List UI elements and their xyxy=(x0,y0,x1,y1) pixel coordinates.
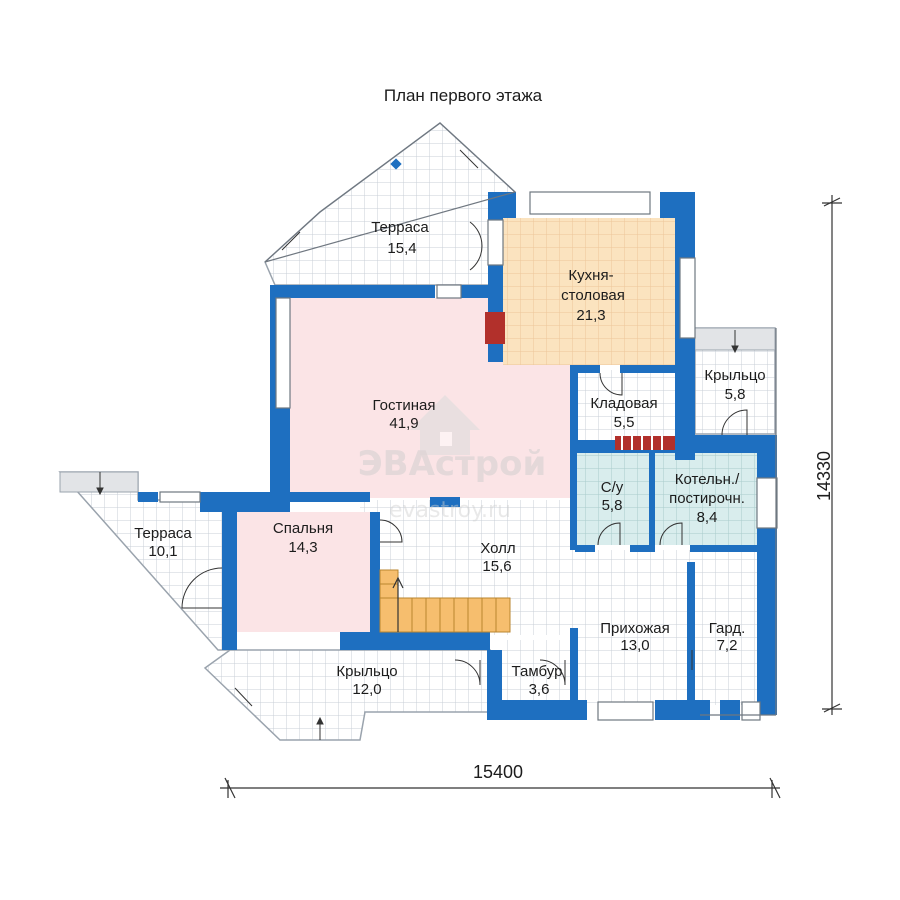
watermark-logo: ЭВАстрой evastroy.ru xyxy=(358,395,547,523)
room-area-left-terrace: 10,1 xyxy=(148,543,177,560)
room-name-left-terrace: Терраса xyxy=(134,525,192,542)
fireplace-bricks xyxy=(615,436,675,450)
room-area-kitchen: 21,3 xyxy=(576,307,605,324)
door-swings xyxy=(181,221,748,686)
room-area-bathroom: 5,8 xyxy=(602,497,623,514)
room-name-bathroom: С/у xyxy=(601,479,624,496)
room-name-right-porch: Крыльцо xyxy=(704,367,765,384)
room-name-living: Гостиная xyxy=(373,397,436,414)
room-area-vestibule: 3,6 xyxy=(529,681,550,698)
room-area-boiler: 8,4 xyxy=(697,509,718,526)
plan-title: План первого этажа xyxy=(384,86,543,105)
room-area-upper-terrace: 15,4 xyxy=(387,240,416,257)
room-name-pantry: Кладовая xyxy=(590,395,657,412)
room-name-bedroom: Спальня xyxy=(273,520,333,537)
height-dimension-value: 14330 xyxy=(814,451,834,501)
windows xyxy=(159,191,778,721)
kitchen-floor xyxy=(503,218,675,365)
room-area-bedroom: 14,3 xyxy=(288,539,317,556)
room-area-entrance: 13,0 xyxy=(620,637,649,654)
room-area-living: 41,9 xyxy=(389,415,418,432)
boiler-room-floor xyxy=(655,453,757,545)
room-name-kitchen: Кухня- xyxy=(568,267,613,284)
outer-outlines xyxy=(264,122,777,716)
room-area-pantry: 5,5 xyxy=(614,414,635,431)
room-name-entrance: Прихожая xyxy=(600,620,670,637)
room-name-upper-terrace: Терраса xyxy=(371,219,429,236)
room-area-wardrobe: 7,2 xyxy=(717,637,738,654)
bedroom-floor xyxy=(237,512,370,632)
room-name-kitchen-2: столовая xyxy=(561,287,625,304)
bathroom-floor xyxy=(577,453,649,545)
room-labels: Терраса 15,4 Кухня- столовая 21,3 Крыльц… xyxy=(134,219,765,698)
room-name-wardrobe: Гард. xyxy=(709,620,746,637)
width-dimension-value: 15400 xyxy=(473,762,523,782)
room-name-vestibule: Тамбур xyxy=(512,663,563,680)
room-area-hall: 15,6 xyxy=(482,558,511,575)
column-marker xyxy=(390,158,402,170)
room-area-right-porch: 5,8 xyxy=(725,386,746,403)
entry-arrows xyxy=(96,149,739,740)
tiled-floors xyxy=(58,122,776,741)
width-dimension xyxy=(220,777,781,799)
room-area-front-porch: 12,0 xyxy=(352,681,381,698)
room-name-boiler-2: постирочн. xyxy=(669,490,745,507)
watermark-brand: ЭВАстрой xyxy=(358,444,547,484)
staircase xyxy=(379,569,511,633)
room-name-hall: Холл xyxy=(480,540,515,557)
room-name-boiler: Котельн./ xyxy=(675,471,740,488)
room-name-front-porch: Крыльцо xyxy=(336,663,397,680)
height-dimension xyxy=(822,195,842,715)
watermark-site: evastroy.ru xyxy=(389,498,511,523)
